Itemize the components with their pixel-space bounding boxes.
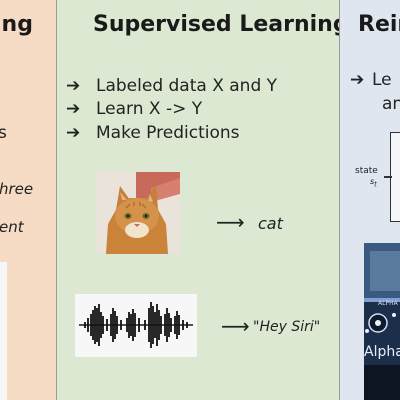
state-symbol-t: t bbox=[374, 180, 377, 189]
left-text-fragment-2: hree bbox=[0, 180, 34, 198]
audio-label: "Hey Siri" bbox=[253, 319, 321, 335]
right-panel-title: Rein bbox=[358, 12, 400, 37]
bullet-labeled-data: ➔ Labeled data X and Y bbox=[66, 76, 277, 96]
audio-waveform-image bbox=[75, 294, 197, 357]
left-text-fragment-1: s bbox=[0, 123, 7, 143]
alphago-caption: AlphaGo bbox=[364, 344, 400, 360]
state-symbol-s: s bbox=[370, 177, 375, 186]
supervised-learning-title: Supervised Learning bbox=[93, 12, 340, 37]
state-arrow-line bbox=[384, 176, 392, 178]
unsupervised-learning-panel: ing s hree ent bbox=[0, 0, 57, 400]
left-panel-title: ing bbox=[0, 12, 33, 37]
cat-label: cat bbox=[258, 214, 283, 233]
audio-arrow-icon: ⟶ bbox=[221, 314, 250, 338]
cat-photo bbox=[96, 172, 180, 254]
reinforcement-learning-panel: Rein ➔ Le an state st ALPHA AlphaGo bbox=[340, 0, 400, 400]
bullet-learn: ➔ Learn X -> Y bbox=[66, 99, 202, 119]
cat-arrow-icon: ⟶ bbox=[216, 210, 245, 234]
state-symbol: st bbox=[370, 177, 377, 189]
state-label: state bbox=[355, 166, 378, 176]
alphago-image bbox=[364, 243, 400, 400]
left-image-edge bbox=[0, 262, 7, 400]
bullet-predictions: ➔ Make Predictions bbox=[66, 123, 240, 143]
left-text-fragment-3: ent bbox=[0, 218, 24, 236]
right-bullet-line1: ➔ Le bbox=[350, 70, 392, 90]
supervised-learning-panel: Supervised Learning ➔ Labeled data X and … bbox=[57, 0, 340, 400]
bullet-text: Labeled data X and Y bbox=[96, 76, 278, 96]
arrow-icon: ➔ bbox=[350, 70, 365, 90]
alphago-small-label: ALPHA bbox=[378, 300, 398, 307]
bullet-text: Make Predictions bbox=[96, 123, 240, 143]
arrow-icon: ➔ bbox=[66, 99, 81, 119]
arrow-icon: ➔ bbox=[66, 123, 81, 143]
arrow-icon: ➔ bbox=[66, 76, 81, 96]
right-bullet-text-1: Le bbox=[372, 70, 392, 90]
right-bullet-line2: an bbox=[382, 94, 400, 114]
bullet-text: Learn X -> Y bbox=[96, 99, 203, 119]
